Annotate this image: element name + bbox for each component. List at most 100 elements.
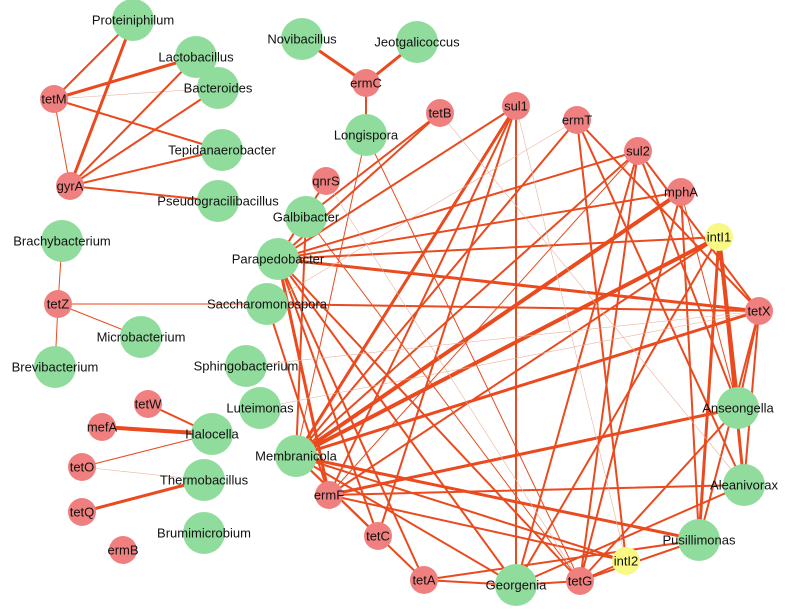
- node-aleanivorax[interactable]: [723, 464, 765, 506]
- edge-mpha-membranicola: [294, 190, 683, 458]
- node-brevibacterium[interactable]: [34, 346, 76, 388]
- edge-sul2-ermf: [328, 150, 639, 496]
- node-proteiniphilum[interactable]: [112, 0, 154, 41]
- edge-intl1-ermf: [328, 236, 720, 496]
- edge-mpha-pusillimonas: [680, 191, 700, 541]
- node-label-tetx: tetX: [747, 304, 770, 319]
- node-novibacillus[interactable]: [281, 18, 323, 60]
- edge-intl1-georgenia: [515, 236, 720, 586]
- node-parapedobacter[interactable]: [257, 238, 299, 280]
- node-label-teto: tetO: [70, 460, 95, 475]
- node-label-tetg: tetG: [568, 574, 593, 589]
- node-tetg[interactable]: [566, 567, 594, 595]
- edge-tetm-bacteroides: [53, 87, 219, 100]
- node-ermc[interactable]: [352, 69, 380, 97]
- node-label-ermf: ermF: [314, 488, 344, 503]
- node-label-parapedobacter: Parapedobacter: [232, 252, 325, 267]
- node-qnrs[interactable]: [312, 167, 340, 195]
- node-label-teta: tetA: [412, 573, 435, 588]
- edge-sul2-tetx: [637, 150, 760, 312]
- edge-tetg-galbibacter: [305, 216, 581, 582]
- edge-qnrs-tetg: [325, 180, 581, 582]
- node-label-mpha: mphA: [664, 185, 698, 200]
- edge-georgenia-membranicola: [295, 455, 517, 586]
- node-label-membranicola: Membranicola: [255, 449, 337, 464]
- node-ermf[interactable]: [315, 481, 343, 509]
- node-jeotgalicoccus[interactable]: [396, 21, 438, 63]
- edge-sphingobacterium-tetx: [245, 310, 760, 367]
- edge-anseongella-ermf: [327, 406, 740, 497]
- node-pseudogracilibacillus[interactable]: [197, 180, 239, 222]
- edge-sul2-membranicola: [295, 150, 639, 457]
- node-intl1[interactable]: [705, 223, 733, 251]
- node-membranicola[interactable]: [275, 435, 317, 477]
- edge-georgenia-parapedobacter: [277, 258, 517, 586]
- node-tetm[interactable]: [40, 85, 68, 113]
- node-brumimicrobium[interactable]: [183, 512, 225, 554]
- node-label-proteiniphilum: Proteiniphilum: [92, 13, 174, 28]
- edge-anseongella-tetg: [579, 407, 739, 582]
- node-saccharomonospora[interactable]: [246, 283, 288, 325]
- edge-sul2-tetg: [579, 150, 639, 582]
- node-tetw[interactable]: [134, 390, 162, 418]
- node-tetb[interactable]: [426, 99, 454, 127]
- node-halocella[interactable]: [191, 413, 233, 455]
- edge-tetx-saccharomonospora: [266, 303, 760, 312]
- node-label-aleanivorax: Aleanivorax: [710, 478, 778, 493]
- node-label-gyra: gyrA: [57, 179, 84, 194]
- node-label-ermc: ermC: [350, 76, 382, 91]
- node-sul1[interactable]: [502, 92, 530, 120]
- node-label-longispora: Longispora: [334, 128, 399, 143]
- node-teta[interactable]: [410, 566, 438, 594]
- edge-intl1-aleanivorax: [717, 235, 746, 487]
- node-label-georgenia: Georgenia: [486, 578, 547, 593]
- node-tepidanaerobacter[interactable]: [201, 129, 243, 171]
- node-georgenia[interactable]: [495, 564, 537, 606]
- node-tetc[interactable]: [364, 522, 392, 550]
- edge-teto-halocella: [81, 433, 213, 468]
- node-lactobacillus[interactable]: [175, 36, 217, 78]
- node-pusillimonas[interactable]: [678, 519, 720, 561]
- node-label-ermt: ermT: [562, 113, 592, 128]
- node-luteimonas[interactable]: [239, 387, 281, 429]
- node-label-saccharomonospora: Saccharomonospora: [207, 297, 328, 312]
- edge-longispora-membranicola: [295, 134, 367, 457]
- node-teto[interactable]: [68, 453, 96, 481]
- node-label-tetz: tetZ: [47, 297, 69, 312]
- node-bacteroides[interactable]: [197, 67, 239, 109]
- node-anseongella[interactable]: [717, 387, 759, 429]
- node-intl2[interactable]: [612, 547, 640, 575]
- node-label-luteimonas: Luteimonas: [226, 401, 294, 416]
- node-brachybacterium[interactable]: [41, 220, 83, 262]
- edge-gyra-tepidanaerobacter: [69, 149, 223, 187]
- edge-tetq-thermobacillus: [80, 478, 206, 514]
- node-sphingobacterium[interactable]: [225, 345, 267, 387]
- edge-tetg-parapedobacter: [277, 258, 581, 582]
- node-gyra[interactable]: [56, 172, 84, 200]
- node-label-pusillimonas: Pusillimonas: [663, 533, 736, 548]
- node-longispora[interactable]: [345, 114, 387, 156]
- edge-pusillimonas-membranicola: [294, 454, 701, 542]
- node-mefa[interactable]: [88, 413, 116, 441]
- node-label-galbibacter: Galbibacter: [273, 210, 340, 225]
- node-label-bacteroides: Bacteroides: [184, 81, 253, 96]
- node-tetz[interactable]: [44, 290, 72, 318]
- edge-sul2-parapedobacter: [277, 150, 639, 260]
- node-label-brachybacterium: Brachybacterium: [13, 234, 111, 249]
- node-thermobacillus[interactable]: [183, 459, 225, 501]
- edge-gyra-lactobacillus: [69, 56, 197, 187]
- node-ermb[interactable]: [109, 536, 137, 564]
- node-tetx[interactable]: [745, 297, 773, 325]
- node-label-thermobacillus: Thermobacillus: [160, 473, 249, 488]
- node-sul2[interactable]: [624, 137, 652, 165]
- edge-gyra-proteiniphilum: [68, 18, 135, 188]
- node-tetq[interactable]: [68, 498, 96, 526]
- edge-mpha-anseongella: [680, 191, 739, 409]
- edge-tetm-lactobacillus: [52, 55, 198, 101]
- node-ermt[interactable]: [563, 106, 591, 134]
- node-galbibacter[interactable]: [285, 196, 327, 238]
- edge-intl1-parapedobacter: [277, 236, 720, 260]
- node-label-sphingobacterium: Sphingobacterium: [194, 359, 299, 374]
- node-microbacterium[interactable]: [120, 316, 162, 358]
- node-mpha[interactable]: [667, 178, 695, 206]
